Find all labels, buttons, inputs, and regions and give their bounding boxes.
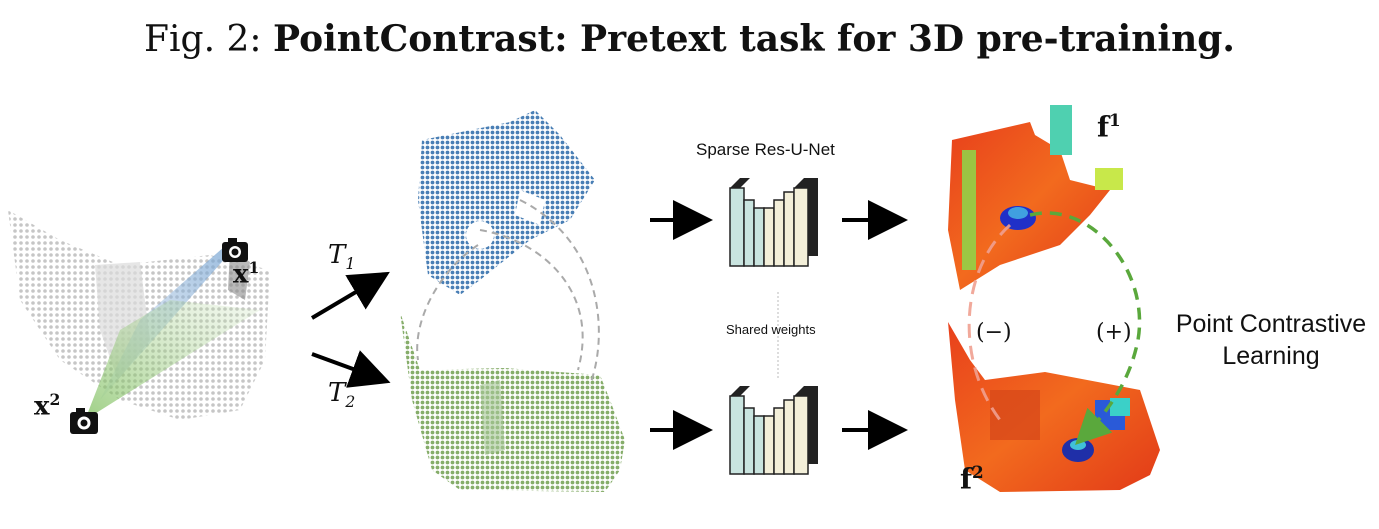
figure-caption: PointContrast: Pretext task for 3D pre-t… bbox=[272, 18, 1235, 60]
view2-frustum bbox=[85, 300, 260, 420]
view2-label: x2 bbox=[34, 390, 61, 422]
arrow-icon bbox=[311, 350, 391, 388]
negative-pair-arrow bbox=[967, 223, 1012, 421]
feature-cloud-bottom bbox=[948, 322, 1160, 492]
shared-weights-label: Shared weights bbox=[726, 322, 816, 337]
arrow-icon bbox=[310, 271, 390, 320]
camera-icon bbox=[70, 408, 98, 434]
figure-label: Fig. 2: bbox=[144, 19, 262, 60]
feature2-label: f2 bbox=[960, 462, 984, 496]
network-label: Sparse Res-U-Net bbox=[696, 140, 835, 159]
feature1-label: f1 bbox=[1097, 110, 1121, 144]
view1-label: x1 bbox=[233, 258, 260, 290]
view1-point-cloud bbox=[418, 110, 595, 295]
network-top bbox=[729, 178, 818, 267]
feature-cloud-top bbox=[948, 105, 1123, 290]
camera-icon bbox=[222, 238, 248, 262]
positive-pair-arrow bbox=[1029, 211, 1142, 445]
scene-point-cloud bbox=[8, 210, 270, 420]
positive-pair-label: (+) bbox=[1096, 320, 1132, 345]
view2-point-cloud bbox=[400, 312, 625, 492]
objective-label: Point Contrastive Learning bbox=[1166, 308, 1376, 372]
correspondence-arc bbox=[416, 244, 479, 361]
objective-line1: Point Contrastive bbox=[1175, 310, 1367, 338]
network-bottom bbox=[729, 386, 818, 475]
transform2-label: T2 bbox=[328, 378, 356, 412]
figure-title: Fig. 2: PointContrast: Pretext task for … bbox=[0, 18, 1379, 60]
correspondence-arc bbox=[519, 199, 600, 386]
transform1-label: T1 bbox=[328, 240, 356, 274]
negative-pair-label: (−) bbox=[976, 320, 1012, 345]
objective-line2: Learning bbox=[1222, 342, 1320, 370]
